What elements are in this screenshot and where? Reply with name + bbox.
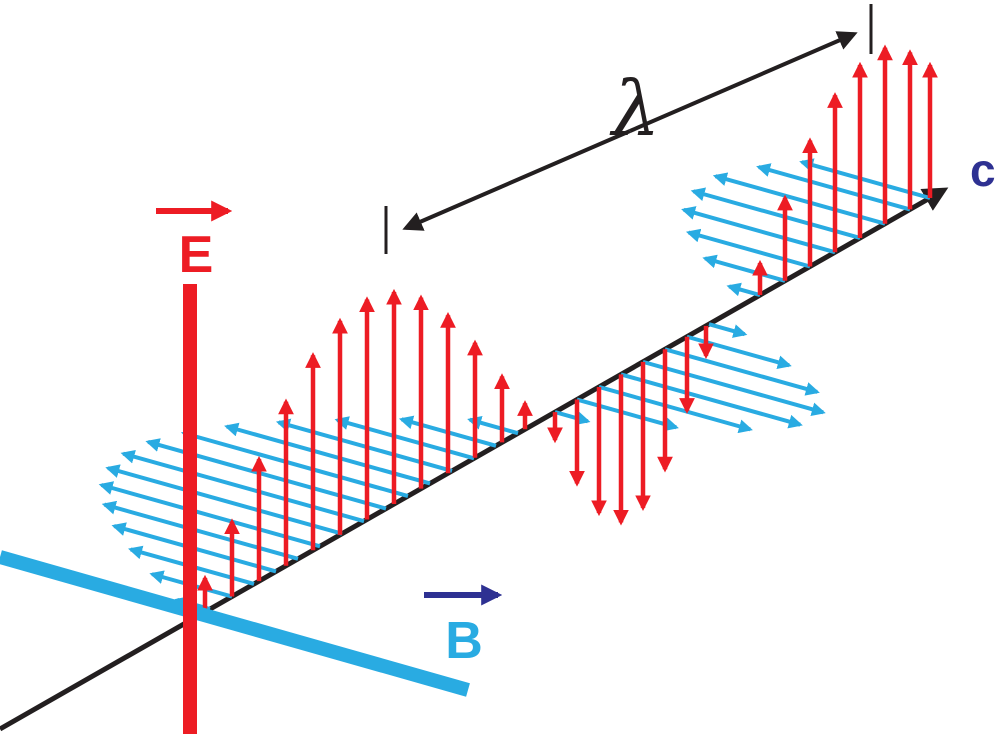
b-axis-line xyxy=(0,550,470,697)
wavelength-measure: λ xyxy=(384,4,873,254)
e-vector-label: E xyxy=(156,200,233,284)
b-field-arrow xyxy=(690,187,861,240)
b-field-arrow xyxy=(726,282,761,297)
b-field-arrow xyxy=(120,449,365,524)
b-field-arrow xyxy=(554,410,591,426)
b-field-arrow xyxy=(105,464,343,536)
b-field-arrow xyxy=(664,347,820,396)
b-vector-label: B xyxy=(424,584,503,670)
e-field-label: E xyxy=(179,226,214,284)
b-field-arrow xyxy=(598,385,753,434)
b-field-arrow xyxy=(681,206,836,255)
b-field-arrow xyxy=(467,416,519,436)
b-field-arrow xyxy=(702,254,786,283)
b-field-arrow xyxy=(334,416,475,461)
wavelength-label: λ xyxy=(609,64,660,153)
b-field-label: B xyxy=(445,612,483,670)
b-field-arrow xyxy=(98,481,321,549)
e-field-wave-arrows xyxy=(197,44,938,612)
c-label: c xyxy=(970,144,996,196)
b-field-arrow xyxy=(708,322,748,338)
b-field-arrow xyxy=(685,228,811,269)
b-field-arrow xyxy=(576,397,679,432)
wavelength-arrow-right xyxy=(629,31,858,133)
b-field-wave-arrows xyxy=(98,158,931,612)
b-field-arrow xyxy=(180,429,409,498)
b-field-arrow xyxy=(712,172,886,226)
b-field-arrow xyxy=(642,359,826,417)
wavelength-arrow-left xyxy=(402,129,631,231)
b-field-arrow xyxy=(620,372,803,429)
b-field-arrow xyxy=(101,500,299,561)
